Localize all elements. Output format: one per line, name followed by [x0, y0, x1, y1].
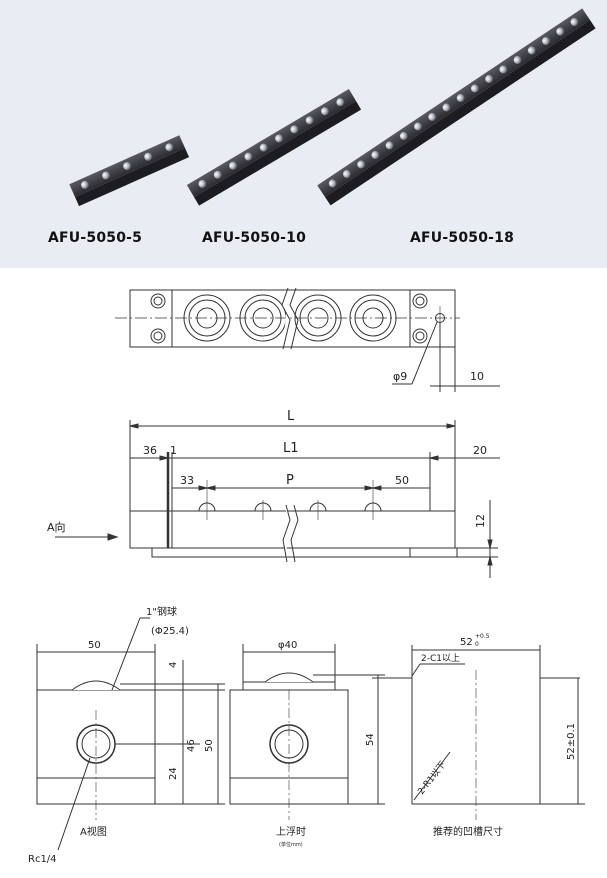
ball-icon [357, 160, 366, 169]
ball-icon [328, 179, 337, 188]
ball-icon [244, 152, 253, 161]
ball-icon [556, 27, 565, 36]
ball-icon [570, 17, 579, 26]
dim-12: 12 [474, 514, 487, 528]
float-unit-note: (单位mm) [279, 841, 303, 848]
dim-L1: L1 [283, 441, 299, 456]
slot-tol-sub: 0 [475, 641, 479, 648]
product-rail-1 [69, 135, 190, 207]
ball-icon [456, 93, 465, 102]
thread-label: Rc1/4 [28, 854, 57, 865]
product-photo [69, 8, 596, 207]
slot-view [372, 645, 585, 820]
section-a-d24: 24 [168, 767, 179, 780]
ball-icon [371, 150, 380, 159]
section-a-d4: 4 [168, 662, 179, 668]
slot-tol-sup: +0.5 [475, 633, 490, 640]
dim-50-pitch: 50 [395, 474, 409, 487]
top-view [115, 287, 500, 392]
ball-icon [513, 55, 522, 64]
ball-icon [336, 98, 345, 107]
ball-icon [399, 131, 408, 140]
ball-icon [165, 143, 174, 152]
dim-1: 1 [170, 444, 177, 457]
ball-icon [213, 170, 222, 179]
slot-radius: 2-R1以下 [416, 760, 448, 797]
product-photo-panel [0, 0, 607, 268]
dim-33: 33 [180, 474, 194, 487]
ball-icon [275, 134, 284, 143]
float-dia: φ40 [278, 640, 297, 651]
ball-icon [414, 122, 423, 131]
ball-icon [229, 161, 238, 170]
side-view [55, 420, 500, 578]
ball-icon [290, 125, 299, 134]
dim-36: 36 [143, 444, 157, 457]
dim-20: 20 [473, 444, 487, 457]
product-label-10: AFU-5050-10 [202, 230, 307, 246]
ball-icon [385, 141, 394, 150]
section-a-d50: 50 [204, 739, 215, 752]
ball-icon [470, 84, 479, 93]
ball-unit-icon [183, 294, 397, 342]
ball-icon [428, 112, 437, 121]
section-a-view [36, 617, 225, 851]
product-label-5: AFU-5050-5 [48, 230, 143, 246]
slot-chamfer: 2-C1以上 [421, 653, 460, 664]
ball-icon [305, 116, 314, 125]
slot-caption: 推荐的凹槽尺寸 [433, 825, 503, 838]
section-a-d46: 46 [186, 739, 197, 752]
ball-icon [527, 46, 536, 55]
product-rail-2 [186, 88, 362, 206]
top-edge-dim: 10 [470, 370, 484, 383]
ball-icon [259, 143, 268, 152]
section-a-width: 50 [88, 640, 101, 651]
slot-width: 52 [460, 637, 473, 648]
ball-label: 1"钢球 [146, 605, 177, 618]
float-caption: 上浮时 [276, 826, 306, 838]
product-label-18: AFU-5050-18 [410, 230, 515, 246]
ball-icon [80, 180, 89, 189]
ball-dia: (Φ25.4) [151, 626, 189, 637]
technical-drawing: φ9 10 L 36 1 L1 20 33 P 50 12 A向 1"钢球 (Φ… [28, 287, 585, 865]
ball-icon [442, 103, 451, 112]
float-section-view [229, 644, 385, 820]
ball-icon [499, 65, 508, 74]
top-view-outline [129, 289, 456, 348]
view-arrow-label: A向 [47, 520, 66, 534]
ball-icon [198, 179, 207, 188]
ball-icon [542, 36, 551, 45]
ball-icon [102, 171, 111, 180]
dim-L: L [287, 409, 295, 424]
slot-height: 52±0.1 [566, 723, 577, 760]
dim-P: P [286, 473, 294, 488]
product-rail-3 [317, 8, 596, 206]
ball-icon [123, 162, 132, 171]
ball-icon [321, 107, 330, 116]
ball-icon [144, 152, 153, 161]
bolt-icon [150, 293, 428, 344]
top-hole-dia: φ9 [393, 370, 407, 383]
ball-icon [485, 74, 494, 83]
section-a-caption: A视图 [80, 825, 107, 838]
ball-icon [342, 169, 351, 178]
float-height: 54 [365, 733, 376, 746]
